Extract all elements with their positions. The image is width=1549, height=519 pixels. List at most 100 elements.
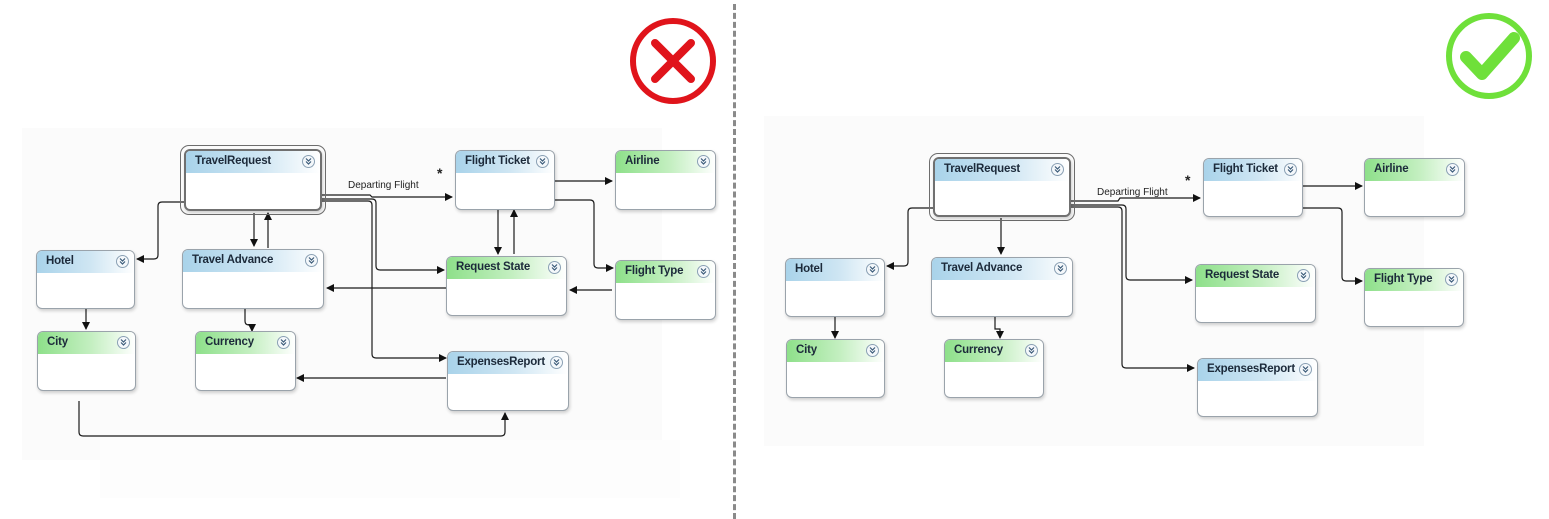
entity-title: TravelRequest xyxy=(195,155,272,167)
entity-title: ExpensesReport xyxy=(457,356,545,368)
multiplicity-label: * xyxy=(437,165,443,181)
entity-header: Flight Type xyxy=(1365,269,1463,291)
entity-traveladvance[interactable]: Travel Advance xyxy=(182,249,324,309)
entity-title: Flight Ticket xyxy=(1213,163,1278,175)
conn-flightticket-flighttype xyxy=(1303,207,1363,285)
entity-hotel[interactable]: Hotel xyxy=(36,250,135,309)
entity-title: Travel Advance xyxy=(941,262,1023,274)
entity-header: Request State xyxy=(447,257,566,279)
chevron-double-down-icon[interactable] xyxy=(697,155,710,168)
conn-travelrequest-expensesreport xyxy=(322,200,447,362)
entity-flightticket[interactable]: Flight Ticket xyxy=(1203,158,1303,217)
entity-header: Travel Advance xyxy=(932,258,1072,280)
entity-travelrequest[interactable]: TravelRequest xyxy=(184,149,322,211)
right-connectors xyxy=(831,182,1363,372)
conn-flightticket-flighttype xyxy=(555,199,614,272)
chevron-double-down-icon[interactable] xyxy=(117,336,130,349)
connector-label: Departing Flight xyxy=(348,180,419,191)
left-connectors xyxy=(78,177,614,437)
selection-outline xyxy=(929,153,1075,221)
chevron-double-down-icon[interactable] xyxy=(1445,273,1458,286)
entity-title: City xyxy=(796,344,817,356)
entity-expensesreport[interactable]: ExpensesReport xyxy=(447,351,569,411)
entity-header: Flight Ticket xyxy=(1204,159,1302,181)
entity-title: Travel Advance xyxy=(192,254,274,266)
entity-header: Airline xyxy=(1365,159,1464,181)
entity-header: Currency xyxy=(945,340,1043,362)
entity-title: Flight Type xyxy=(625,265,684,277)
entity-header: Request State xyxy=(1196,265,1315,287)
chevron-double-down-icon[interactable] xyxy=(866,344,879,357)
entity-title: City xyxy=(47,336,68,348)
red-x-circle-icon xyxy=(630,18,716,104)
entity-requeststate[interactable]: Request State xyxy=(446,256,567,316)
right-diagram-panel: Departing Flight * TravelRequest Flight … xyxy=(742,0,1549,519)
entity-currency[interactable]: Currency xyxy=(944,339,1044,398)
chevron-double-down-icon[interactable] xyxy=(302,155,315,168)
chevron-double-down-icon[interactable] xyxy=(866,263,879,276)
selection-outline xyxy=(180,145,326,215)
connector-label: Departing Flight xyxy=(1097,187,1168,198)
entity-title: Currency xyxy=(205,336,254,348)
entity-flighttype[interactable]: Flight Type xyxy=(615,260,716,320)
entity-city[interactable]: City xyxy=(786,339,885,398)
chevron-double-down-icon[interactable] xyxy=(1297,269,1310,282)
entity-title: Hotel xyxy=(795,263,823,275)
entity-header: ExpensesReport xyxy=(1198,359,1317,381)
entity-title: Currency xyxy=(954,344,1003,356)
entity-expensesreport[interactable]: ExpensesReport xyxy=(1197,358,1318,417)
entity-header: City xyxy=(787,340,884,362)
entity-header: ExpensesReport xyxy=(448,352,568,374)
entity-airline[interactable]: Airline xyxy=(615,150,716,210)
entity-currency[interactable]: Currency xyxy=(195,331,296,391)
chevron-double-down-icon[interactable] xyxy=(1025,344,1038,357)
chevron-double-down-icon[interactable] xyxy=(1051,163,1064,176)
chevron-double-down-icon[interactable] xyxy=(1054,262,1067,275)
chevron-double-down-icon[interactable] xyxy=(1284,163,1297,176)
entity-requeststate[interactable]: Request State xyxy=(1195,264,1316,323)
entity-header: Hotel xyxy=(37,251,134,273)
conn-traveladvance-currency xyxy=(994,317,1004,339)
entity-flightticket[interactable]: Flight Ticket xyxy=(455,150,555,210)
chevron-double-down-icon[interactable] xyxy=(536,155,549,168)
conn-traveladvance-currency xyxy=(244,309,256,332)
entity-title: ExpensesReport xyxy=(1207,363,1295,375)
entity-airline[interactable]: Airline xyxy=(1364,158,1465,217)
conn-travelrequest-hotel xyxy=(136,201,185,263)
chevron-double-down-icon[interactable] xyxy=(277,336,290,349)
multiplicity-label: * xyxy=(1185,172,1191,188)
entity-city[interactable]: City xyxy=(37,331,136,391)
chevron-double-down-icon[interactable] xyxy=(116,255,129,268)
chevron-double-down-icon[interactable] xyxy=(548,261,561,274)
entity-title: Hotel xyxy=(46,255,74,267)
entity-flighttype[interactable]: Flight Type xyxy=(1364,268,1464,327)
panel-divider xyxy=(733,4,736,519)
entity-header: Flight Type xyxy=(616,261,715,283)
entity-header: Hotel xyxy=(786,259,884,281)
entity-title: Airline xyxy=(625,155,660,167)
chevron-double-down-icon[interactable] xyxy=(697,265,710,278)
chevron-double-down-icon[interactable] xyxy=(1299,363,1312,376)
conn-city-expensesreport xyxy=(78,401,509,437)
entity-title: TravelRequest xyxy=(944,163,1021,175)
green-check-circle-icon xyxy=(1446,13,1532,99)
entity-title: Flight Type xyxy=(1374,273,1433,285)
chevron-double-down-icon[interactable] xyxy=(550,356,563,369)
entity-header: Travel Advance xyxy=(183,250,323,272)
conn-travelrequest-requeststate xyxy=(1070,204,1193,284)
conn-travelrequest-flightticket xyxy=(1070,194,1201,202)
entity-traveladvance[interactable]: Travel Advance xyxy=(931,257,1073,317)
entity-header: Flight Ticket xyxy=(456,151,554,173)
conn-travelrequest-flightticket xyxy=(322,193,453,201)
chevron-double-down-icon[interactable] xyxy=(305,254,318,267)
conn-travelrequest-hotel xyxy=(886,207,934,270)
entity-title: Request State xyxy=(456,261,531,273)
entity-title: Airline xyxy=(1374,163,1409,175)
entity-header: Airline xyxy=(616,151,715,173)
entity-travelrequest[interactable]: TravelRequest xyxy=(933,157,1071,217)
entity-title: Request State xyxy=(1205,269,1280,281)
entity-hotel[interactable]: Hotel xyxy=(785,258,885,317)
chevron-double-down-icon[interactable] xyxy=(1446,163,1459,176)
conn-travelrequest-requeststate xyxy=(322,198,445,274)
left-diagram-panel: Departing Flight * TravelRequest Flight … xyxy=(0,0,732,519)
